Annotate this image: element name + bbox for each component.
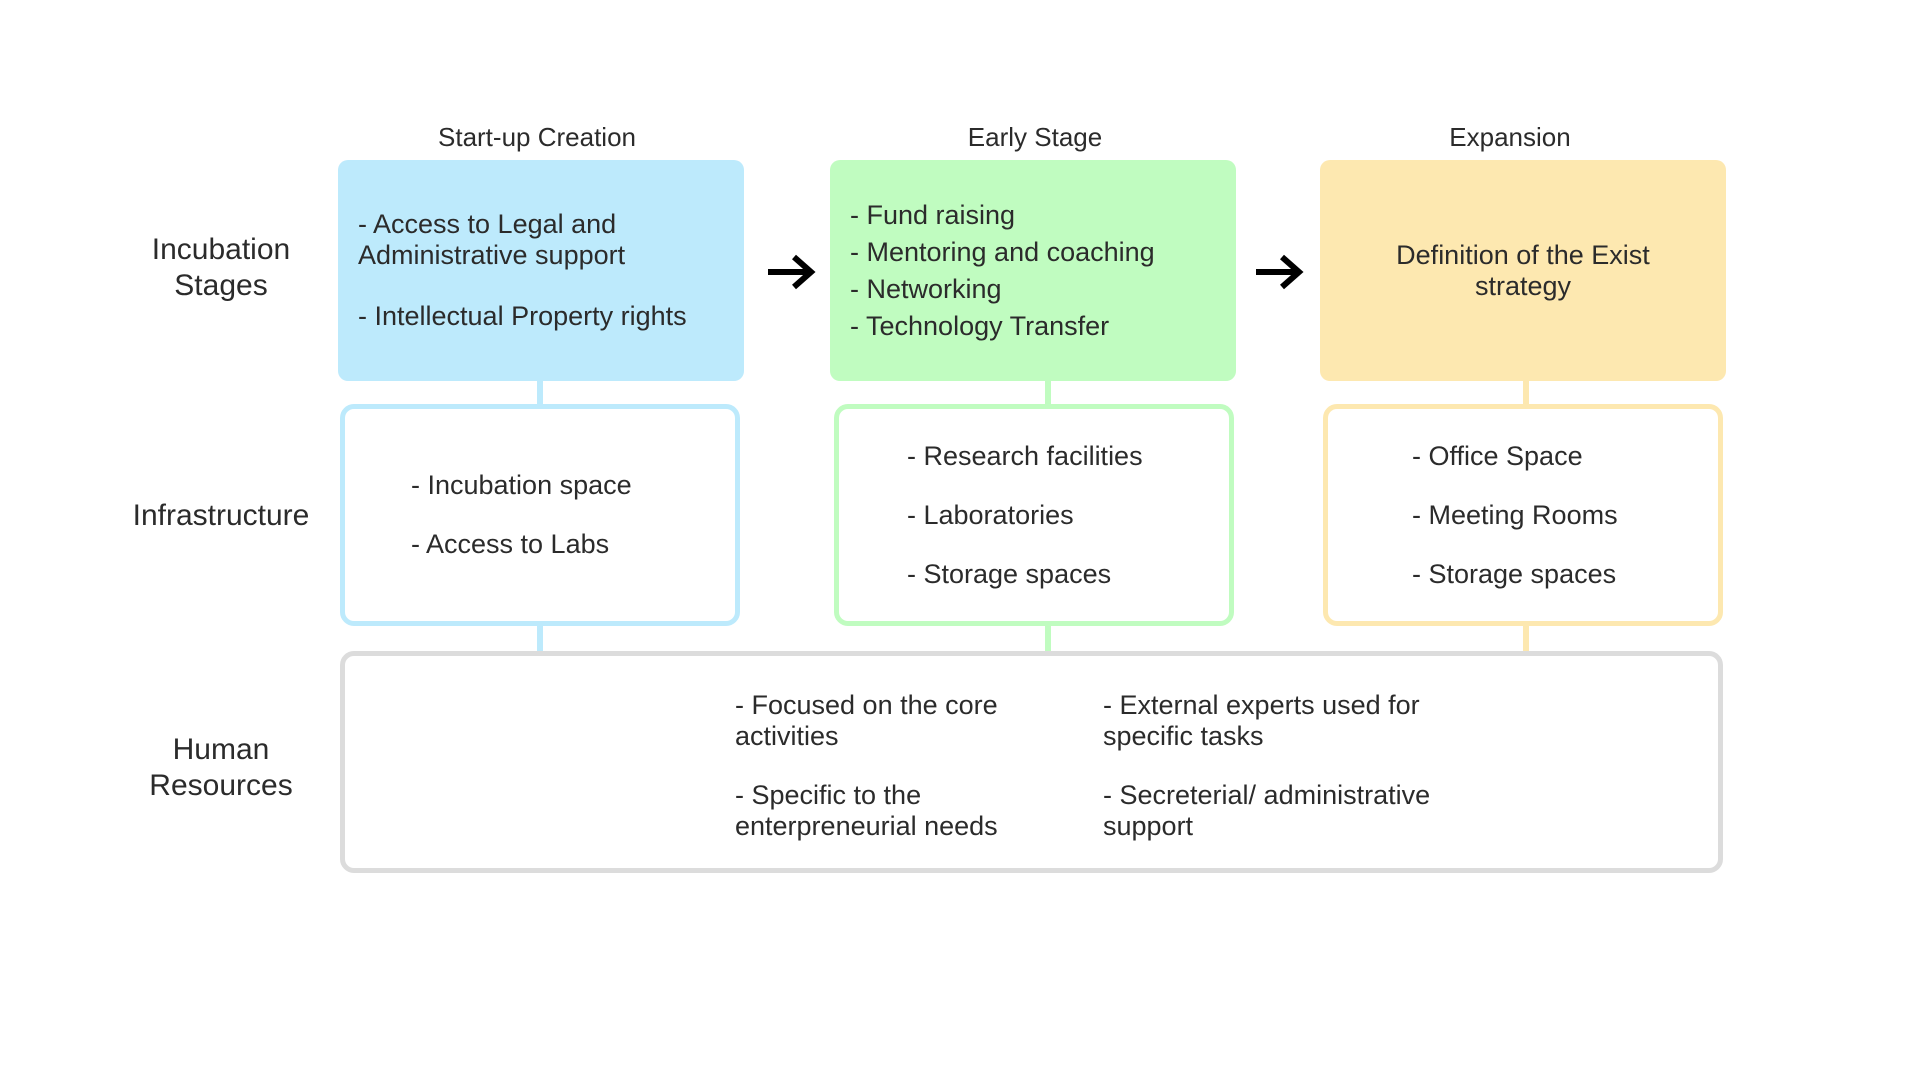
human-resources-item: - Secreterial/ administrative support	[1103, 780, 1431, 841]
human-resources-item: - Specific to the enterpreneurial needs	[735, 780, 998, 841]
human-resources-item: - External experts used for specific tas…	[1103, 690, 1420, 751]
arrow-right-icon	[768, 254, 816, 290]
infrastructure-item: - Laboratories	[907, 499, 1074, 530]
stage-title-early-stage: Early Stage	[967, 122, 1103, 152]
human-resources-column: - Focused on the core activities - Speci…	[735, 690, 1055, 870]
infrastructure-item: - Incubation space	[411, 470, 632, 500]
stage-box-startup-creation: - Access to Legal and Administrative sup…	[338, 160, 744, 381]
stage-title-startup-creation: Start-up Creation	[438, 122, 636, 152]
infrastructure-item: - Storage spaces	[1412, 558, 1617, 589]
human-resources-box: - Focused on the core activities - Speci…	[340, 651, 1723, 873]
connector-line	[1045, 381, 1051, 404]
infrastructure-item: - Access to Labs	[411, 529, 610, 559]
connector-line	[537, 381, 543, 404]
connector-line	[1045, 626, 1051, 651]
stage-item: - Mentoring and coaching	[850, 236, 1155, 267]
connector-line	[537, 626, 543, 651]
infrastructure-item: - Office Space	[1412, 440, 1583, 471]
arrow-right-icon	[1256, 254, 1304, 290]
stage-item: - Networking	[850, 273, 1002, 304]
infrastructure-box-startup: - Incubation space - Access to Labs	[340, 404, 740, 626]
infrastructure-box-early-stage: - Research facilities - Laboratories - S…	[834, 404, 1234, 626]
infrastructure-item: - Storage spaces	[907, 558, 1112, 589]
stage-item: - Access to Legal and Administrative sup…	[358, 209, 626, 270]
row-label-infrastructure: Infrastructure	[132, 499, 310, 532]
row-label-line: Incubation	[151, 233, 291, 266]
stage-box-early-stage: - Fund raising - Mentoring and coaching …	[830, 160, 1236, 381]
row-label-human-resources: Human Resources	[111, 732, 331, 804]
row-label-incubation-stages: Incubation Stages	[111, 232, 331, 304]
human-resources-column: - External experts used for specific tas…	[1103, 690, 1483, 870]
stage-item: Definition of the Exist strategy	[1396, 239, 1650, 301]
connector-line	[1523, 626, 1529, 651]
infrastructure-box-expansion: - Office Space - Meeting Rooms - Storage…	[1323, 404, 1723, 626]
row-label-line: Stages	[174, 269, 268, 302]
infrastructure-item: - Research facilities	[907, 440, 1143, 471]
stage-item: - Technology Transfer	[850, 310, 1110, 341]
human-resources-item: - Focused on the core activities	[735, 690, 998, 751]
stage-item: - Fund raising	[850, 199, 1016, 230]
stage-item: - Intellectual Property rights	[358, 301, 687, 331]
stage-title-expansion: Expansion	[1449, 122, 1571, 152]
row-label-line: Resources	[149, 769, 293, 802]
infrastructure-item: - Meeting Rooms	[1412, 499, 1618, 530]
row-label-line: Human	[172, 733, 270, 766]
connector-line	[1523, 381, 1529, 404]
stage-box-expansion: Definition of the Exist strategy	[1320, 160, 1726, 381]
